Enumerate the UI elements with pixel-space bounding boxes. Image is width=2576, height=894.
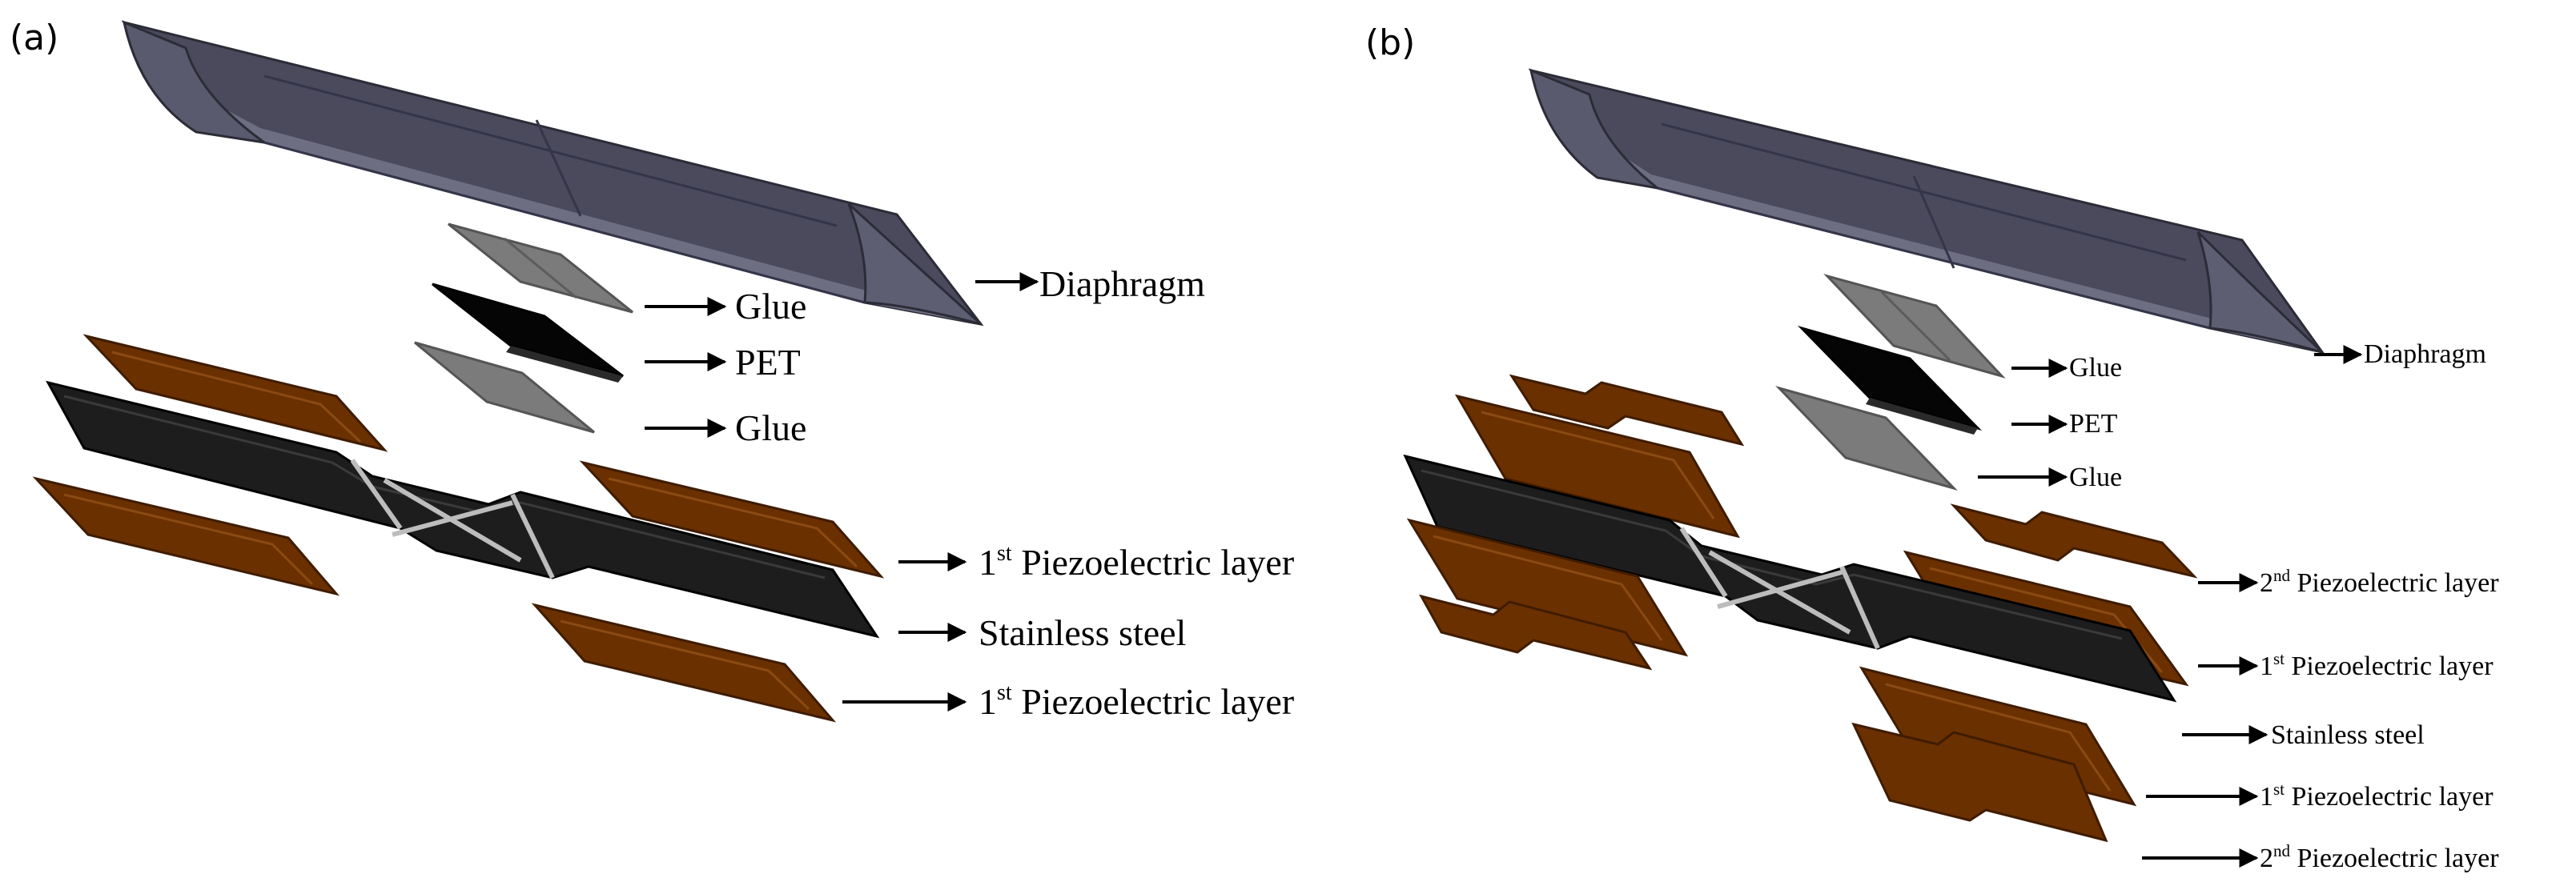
piezo2-lower-left-part-b bbox=[1418, 594, 1653, 671]
piezo1-upper-left-part-b bbox=[1454, 394, 1741, 539]
label-piezo2-upper-b: 2nd Piezoelectric layer bbox=[2260, 566, 2499, 598]
panel-a: (a) bbox=[10, 18, 1294, 723]
label-glue-bottom-a: Glue bbox=[735, 407, 806, 448]
glue-bottom-part-b bbox=[1775, 386, 1958, 491]
label-piezo-upper-a: 1st Piezoelectric layer bbox=[979, 541, 1294, 583]
label-pet-b: PET bbox=[2069, 409, 2118, 439]
label-piezo2-lower-b: 2nd Piezoelectric layer bbox=[2260, 841, 2499, 873]
glue-bottom-part-a bbox=[414, 341, 595, 434]
piezo-lower-left-part-a bbox=[32, 476, 340, 596]
stainless-steel-part-b bbox=[1403, 454, 2177, 703]
piezo-lower-right-part-a bbox=[531, 603, 837, 723]
panel-b: (b) bbox=[1365, 22, 2499, 873]
label-piezo1-upper-b: 1st Piezoelectric layer bbox=[2260, 649, 2494, 681]
label-steel-a: Stainless steel bbox=[979, 612, 1186, 653]
stainless-steel-part-a bbox=[46, 380, 880, 639]
label-glue-bottom-b: Glue bbox=[2069, 463, 2122, 492]
label-diaphragm-b: Diaphragm bbox=[2364, 339, 2486, 369]
label-piezo-lower-a: 1st Piezoelectric layer bbox=[979, 680, 1294, 722]
label-diaphragm-a: Diaphragm bbox=[1039, 263, 1205, 304]
piezo2-upper-left-part-b bbox=[1509, 374, 1745, 447]
piezo2-lower-right-part-b bbox=[1851, 722, 2108, 843]
diaphragm-part-b bbox=[1528, 68, 2325, 355]
piezo2-upper-right-part-b bbox=[1950, 503, 2198, 579]
label-piezo1-lower-b: 1st Piezoelectric layer bbox=[2260, 780, 2494, 812]
piezo1-lower-left-part-b bbox=[1406, 518, 1689, 657]
label-pet-a: PET bbox=[735, 342, 801, 383]
diaphragm-part-a bbox=[121, 20, 984, 327]
panel-b-label: (b) bbox=[1365, 22, 1415, 63]
label-glue-top-b: Glue bbox=[2069, 353, 2122, 383]
panel-a-label: (a) bbox=[10, 18, 58, 58]
label-glue-top-a: Glue bbox=[735, 286, 806, 327]
label-steel-b: Stainless steel bbox=[2271, 720, 2425, 750]
